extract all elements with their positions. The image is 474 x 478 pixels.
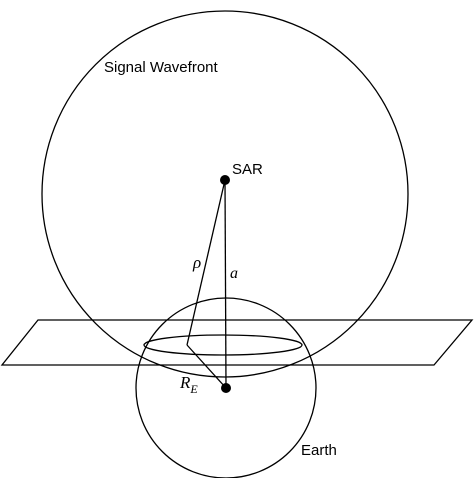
rho-label: ρ bbox=[192, 253, 201, 272]
sar-point bbox=[220, 175, 230, 185]
intersection-ellipse bbox=[143, 334, 303, 356]
sar-label: SAR bbox=[232, 161, 263, 178]
earth-label: Earth bbox=[301, 442, 337, 459]
earth-center-point bbox=[221, 383, 231, 393]
signal-wavefront-circle bbox=[41, 10, 409, 378]
slant-range-line-rho bbox=[186, 179, 226, 346]
earth-radius-label-subscript: E bbox=[189, 382, 198, 396]
ground-plane bbox=[0, 319, 474, 366]
earth-radius-label-main: R bbox=[179, 373, 191, 392]
wavefront-label: Signal Wavefront bbox=[104, 59, 218, 76]
a-label: a bbox=[230, 265, 238, 282]
earth-radius-label: RE bbox=[179, 373, 198, 396]
altitude-line-a bbox=[224, 179, 227, 389]
earth-radius-line bbox=[186, 344, 227, 389]
